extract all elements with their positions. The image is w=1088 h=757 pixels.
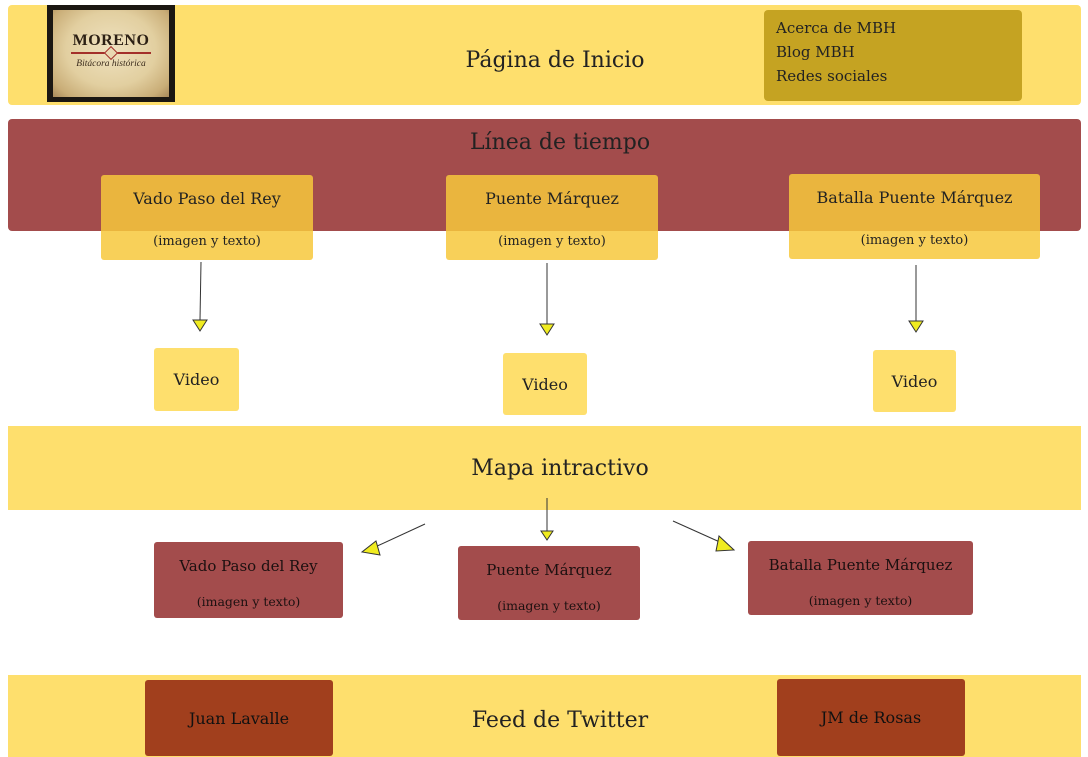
nav-item-about[interactable]: Acerca de MBH (776, 19, 897, 37)
timeline-card-vado[interactable]: Vado Paso del Rey (imagen y texto) (101, 175, 313, 260)
timeline-card-label: Vado Paso del Rey (133, 189, 281, 208)
map-band (8, 426, 1081, 510)
map-card-detail: (imagen y texto) (196, 594, 301, 609)
timeline-card-batalla[interactable]: Batalla Puente Márquez (imagen y texto) (789, 174, 1040, 259)
nav-item-social[interactable]: Redes sociales (776, 67, 888, 85)
map-card-detail: (imagen y texto) (808, 593, 913, 608)
timeline-card-label: Puente Márquez (485, 189, 619, 208)
twitter-feed-lavalle[interactable]: Juan Lavalle (145, 680, 333, 756)
arrow-map-vado (360, 523, 426, 556)
logo-subtitle: Bitácora histórica (76, 59, 146, 69)
video-box-vado[interactable]: Video (154, 348, 239, 411)
logo-paper: MORENO Bitácora histórica (53, 10, 169, 97)
arrow-map-batalla (672, 520, 736, 552)
map-title: Mapa intractivo (471, 455, 649, 481)
arrow-timeline-video-2 (539, 263, 555, 336)
map-card-puente[interactable]: Puente Márquez (imagen y texto) (458, 546, 640, 620)
timeline-card-detail: (imagen y texto) (153, 234, 261, 249)
timeline-card-label: Batalla Puente Márquez (816, 188, 1013, 207)
twitter-feed-title: Feed de Twitter (471, 707, 649, 733)
map-card-label: Puente Márquez (486, 561, 612, 579)
timeline-card-detail: (imagen y texto) (860, 233, 969, 248)
timeline-card-detail: (imagen y texto) (498, 234, 606, 249)
map-card-vado[interactable]: Vado Paso del Rey (imagen y texto) (154, 542, 343, 618)
map-card-label: Batalla Puente Márquez (768, 556, 953, 574)
logo-title: MORENO (72, 32, 150, 49)
arrow-map-puente (540, 498, 554, 541)
video-box-puente[interactable]: Video (503, 353, 587, 415)
map-card-detail: (imagen y texto) (497, 598, 601, 613)
map-card-label: Vado Paso del Rey (179, 557, 318, 575)
map-card-batalla[interactable]: Batalla Puente Márquez (imagen y texto) (748, 541, 973, 615)
twitter-feed-rosas[interactable]: JM de Rosas (777, 679, 965, 756)
video-box-batalla[interactable]: Video (873, 350, 956, 412)
nav-item-blog[interactable]: Blog MBH (776, 43, 855, 61)
moreno-logo[interactable]: MORENO Bitácora histórica (47, 5, 175, 102)
arrow-timeline-video-1 (192, 261, 208, 332)
arrow-timeline-video-3 (908, 265, 924, 333)
page-title: Página de Inicio (465, 47, 645, 73)
timeline-card-puente[interactable]: Puente Márquez (imagen y texto) (446, 175, 658, 260)
nav-menu: Acerca de MBH Blog MBH Redes sociales (764, 10, 1022, 101)
timeline-title: Línea de tiempo (469, 129, 651, 155)
